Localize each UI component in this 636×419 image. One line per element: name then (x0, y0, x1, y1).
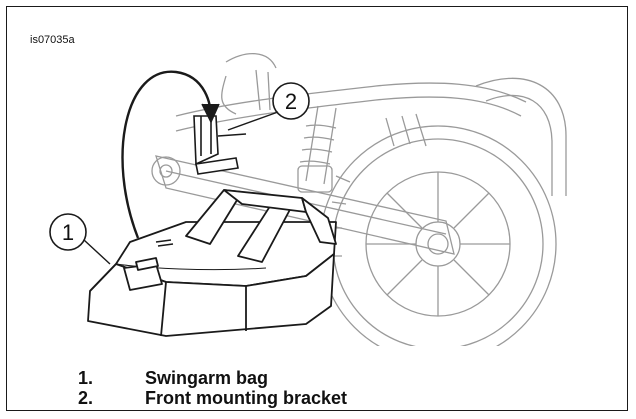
installation-arrow (121, 70, 220, 239)
legend-item: 1. Swingarm bag (78, 368, 347, 388)
swingarm-bag-illustration: 1 2 (49, 52, 567, 346)
legend-number: 1. (78, 368, 94, 388)
legend-label: Front mounting bracket (145, 388, 347, 408)
swingarm-bag-drawing (87, 189, 337, 337)
legend-item: 2. Front mounting bracket (78, 388, 347, 408)
callout-1: 1 (49, 213, 111, 265)
front-mounting-bracket-drawing (193, 115, 247, 175)
figure-id: is07035a (30, 34, 75, 46)
legend: 1. Swingarm bag 2. Front mounting bracke… (78, 368, 347, 408)
callout-2-number: 2 (285, 89, 297, 114)
callout-2: 2 (227, 82, 310, 131)
legend-label: Swingarm bag (145, 368, 269, 388)
legend-number: 2. (78, 388, 94, 408)
callout-1-number: 1 (62, 220, 74, 245)
motorcycle-sketch (151, 52, 567, 346)
